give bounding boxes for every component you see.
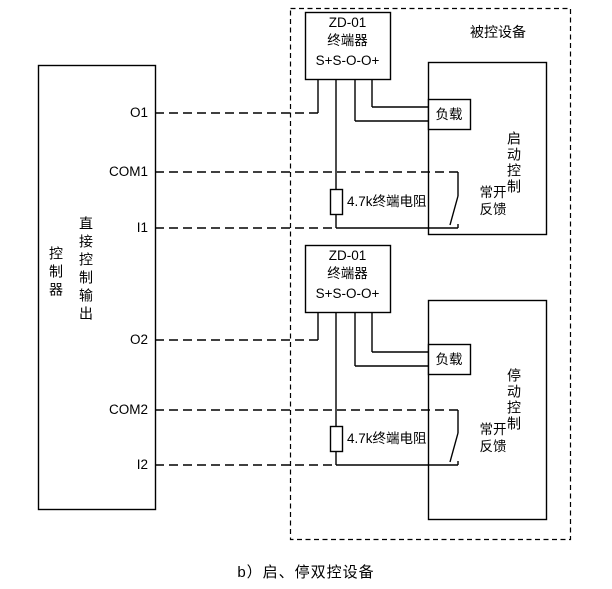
resistor2-label: 4.7k终端电阻 <box>347 431 427 446</box>
terminal-label-com2: COM2 <box>108 402 148 417</box>
terminal-label-com1: COM1 <box>108 164 148 179</box>
terminator1-pins: S+S-O-O+ <box>315 53 380 68</box>
controlled-device-dashed-box <box>289 7 572 541</box>
load2-label: 负载 <box>435 352 463 367</box>
stop-control-label: 停动控制 <box>506 368 522 432</box>
switch1-blade <box>449 195 459 226</box>
terminal-label-o1: O1 <box>129 105 148 120</box>
feedback2-label-line1: 常开 <box>479 422 507 437</box>
switch2-blade <box>449 432 459 463</box>
terminator1-name: 终端器 <box>327 33 368 48</box>
terminal-label-o2: O2 <box>129 332 148 347</box>
load1-label: 负载 <box>435 107 463 122</box>
figure-caption: b）启、停双控设备 <box>237 564 375 581</box>
start-control-label: 启动控制 <box>506 131 522 195</box>
terminator2-box <box>304 244 392 314</box>
feedback2-label-line2: 反馈 <box>479 439 507 454</box>
controller-name-label: 控制器 <box>48 246 64 300</box>
terminal-label-i1: I1 <box>136 220 148 235</box>
terminal-label-i2: I2 <box>136 457 148 472</box>
load1-box <box>427 98 472 131</box>
stop-control-box <box>427 299 548 521</box>
resistor1-label: 4.7k终端电阻 <box>347 194 427 209</box>
controlled-device-label: 被控设备 <box>470 24 526 40</box>
feedback1-label-line2: 反馈 <box>479 202 507 217</box>
terminator2-model: ZD-01 <box>328 248 367 263</box>
resistor1-symbol <box>329 188 344 216</box>
terminator1-box <box>304 11 392 81</box>
start-control-box <box>427 61 548 236</box>
terminator1-model: ZD-01 <box>328 15 367 30</box>
controller-output-label: 直接控制输出 <box>78 216 94 324</box>
terminator2-pins: S+S-O-O+ <box>315 286 380 301</box>
controller-box <box>37 64 157 511</box>
resistor2-symbol <box>329 425 344 453</box>
terminator2-name: 终端器 <box>327 266 368 281</box>
feedback1-label-line1: 常开 <box>479 185 507 200</box>
load2-box <box>427 343 472 376</box>
